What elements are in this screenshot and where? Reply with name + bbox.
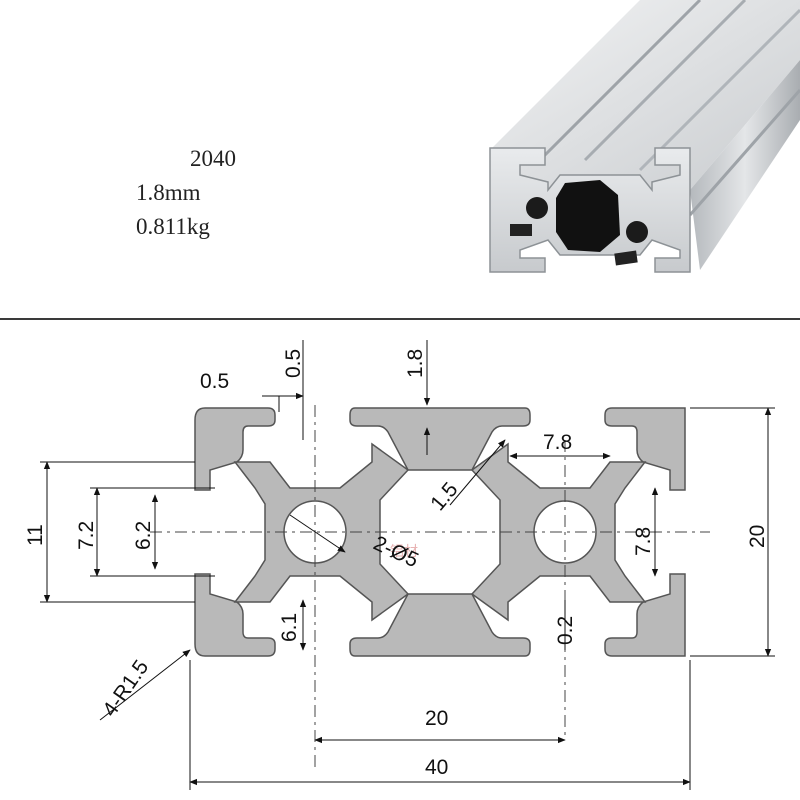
- dim-width: 40: [425, 756, 448, 779]
- dim-corner-radius: 4-R1.5: [98, 656, 153, 721]
- profile-weight: 0.811kg: [136, 214, 210, 239]
- dim-outer-slot-height: 11: [24, 524, 47, 546]
- technical-drawing: 铝材 0.5 0.5 1.8 1.5 7.8 7.8 11 7.2 6.2 6.…: [24, 340, 775, 790]
- center-lines: [150, 405, 710, 770]
- dim-web-thickness: 1.5: [426, 478, 462, 515]
- dim-hole-spacing: 20: [425, 707, 448, 730]
- wall-thickness: 1.8mm: [136, 180, 201, 205]
- dim-slot-offset: 0.5: [200, 370, 229, 393]
- watermark: 铝材: [390, 544, 418, 560]
- dim-slot-opening-right: 7.8: [632, 527, 655, 556]
- profile-3d-render: [489, 0, 800, 273]
- dim-height: 20: [746, 525, 769, 548]
- dim-corner-gap: 0.2: [554, 616, 577, 645]
- extrusion-top-surface: [490, 0, 800, 190]
- dim-top-wall: 1.8: [404, 349, 427, 378]
- dim-slot-opening: 6.2: [132, 521, 155, 550]
- dim-slot-lip: 0.5: [282, 349, 305, 378]
- product-header: 2040 1.8mm 0.811kg: [0, 0, 800, 318]
- spec-label-panel: 2040 1.8mm 0.811kg: [0, 0, 330, 300]
- dim-inner-slot-height: 7.2: [75, 521, 98, 550]
- dimension-lines: [40, 340, 775, 790]
- model-number: 2040: [190, 146, 236, 171]
- extrusion-end-face: [489, 147, 691, 273]
- left-hole: [526, 197, 548, 219]
- extrusion-side-surface: [690, 60, 800, 270]
- section-divider: [0, 318, 800, 320]
- dim-slot-width-top: 7.8: [543, 431, 572, 454]
- right-hole: [626, 221, 648, 243]
- dim-slot-depth: 6.1: [278, 613, 301, 642]
- center-cavity: [556, 180, 620, 252]
